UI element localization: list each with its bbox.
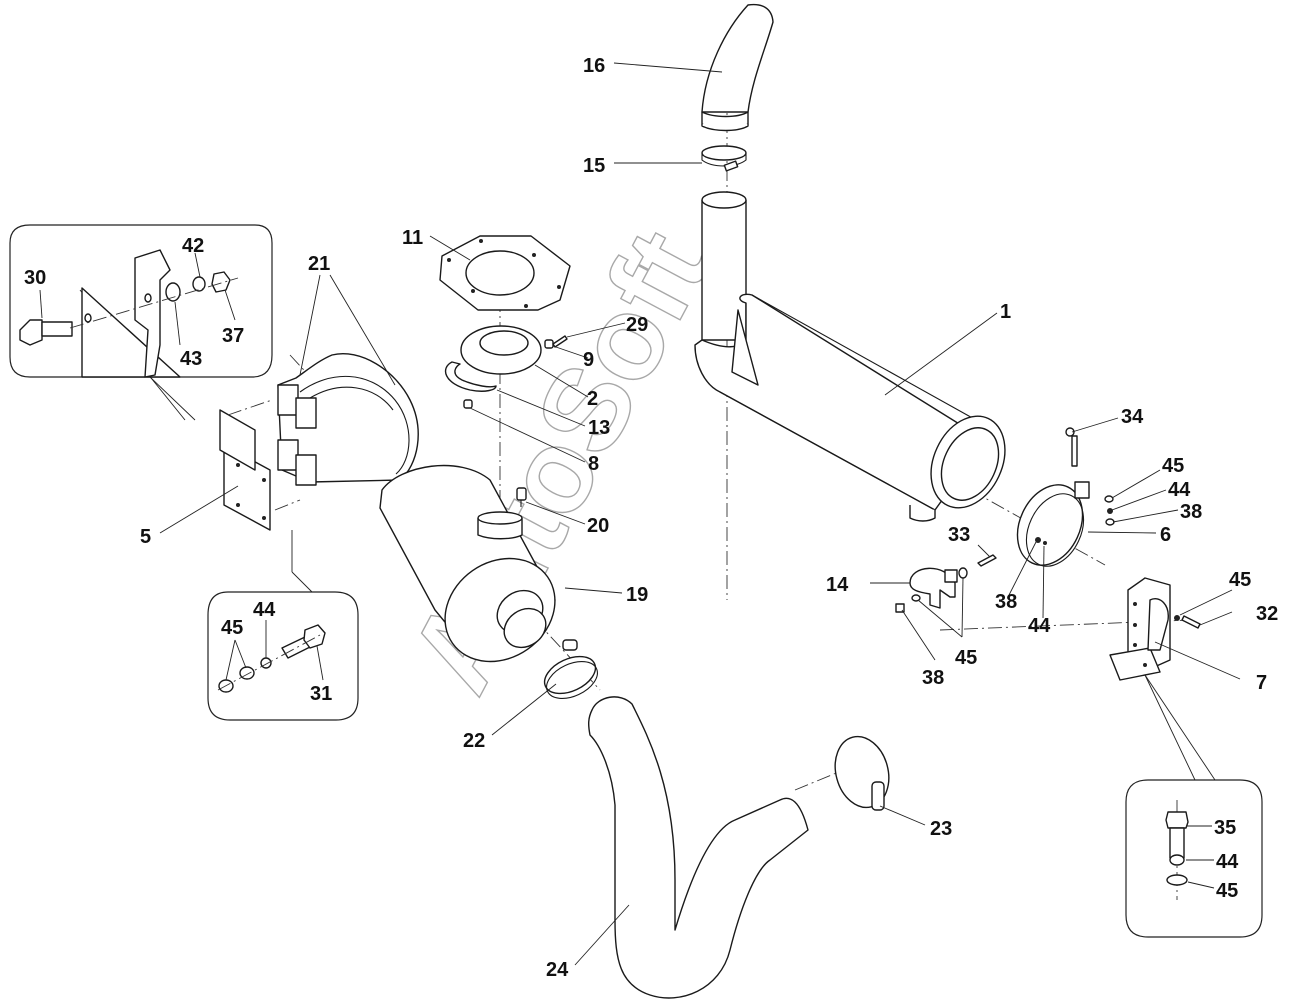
callout-38b[interactable]: 38	[995, 591, 1017, 613]
inset-bottom-left: 45 44 31	[207, 591, 359, 721]
part-muffler-band[interactable]	[1005, 474, 1095, 575]
part-intake-elbow-pipe[interactable]	[701, 3, 774, 132]
part-half-ring[interactable]	[444, 361, 497, 392]
callout-45a[interactable]: 45	[1162, 455, 1184, 477]
part-filter-mounting-band[interactable]	[277, 353, 419, 486]
callout-32[interactable]: 32	[1256, 603, 1278, 625]
callout-45b[interactable]: 45	[955, 647, 977, 669]
callout-19[interactable]: 19	[626, 584, 648, 606]
callout-23[interactable]: 23	[930, 818, 952, 840]
part-bracket-plate[interactable]	[219, 399, 301, 531]
callout-9[interactable]: 9	[583, 349, 594, 371]
part-hose-clamp-filter[interactable]	[539, 639, 603, 706]
callout-2[interactable]: 2	[587, 388, 598, 410]
part-service-indicator[interactable]	[516, 487, 527, 507]
part-bolt-34[interactable]	[1065, 427, 1078, 467]
leader-lines	[159, 62, 1241, 966]
callout-38a[interactable]: 38	[1180, 501, 1202, 523]
inset-top-left: 30 42 43 37	[9, 224, 273, 421]
callout-11[interactable]: 11	[402, 227, 423, 249]
part-ring-seal[interactable]	[460, 325, 542, 375]
callout-42[interactable]: 42	[182, 235, 204, 257]
callout-20[interactable]: 20	[587, 515, 609, 537]
callout-45-inset[interactable]: 45	[221, 617, 243, 639]
callout-45-inset-r[interactable]: 45	[1216, 880, 1238, 902]
part-mounting-plate-gasket[interactable]	[439, 235, 571, 311]
callout-7[interactable]: 7	[1256, 672, 1267, 694]
callout-14[interactable]: 14	[826, 574, 849, 596]
callout-5[interactable]: 5	[140, 526, 151, 548]
part-intake-hose[interactable]	[587, 696, 809, 999]
callout-15[interactable]: 15	[583, 155, 605, 177]
part-pipe-clamp[interactable]	[895, 554, 997, 613]
callout-44b[interactable]: 44	[1028, 615, 1051, 637]
part-muffler-support-bracket[interactable]	[1109, 577, 1171, 681]
callout-8[interactable]: 8	[588, 453, 599, 475]
callout-22[interactable]: 22	[463, 730, 485, 752]
callout-34[interactable]: 34	[1121, 406, 1144, 428]
callout-43[interactable]: 43	[180, 348, 202, 370]
part-small-hardware-6[interactable]	[1104, 495, 1115, 526]
callout-44-inset-r[interactable]: 44	[1216, 851, 1239, 873]
part-hose-clamp-upper[interactable]	[701, 145, 747, 172]
callout-44a[interactable]: 44	[1168, 479, 1191, 501]
inset-bottom-right: 35 44 45	[1125, 779, 1263, 938]
callout-labels: 16 15 11 29 9 2 13 8 20 19 21 5 22 24 23…	[140, 55, 1278, 981]
callout-44-inset[interactable]: 44	[253, 599, 276, 621]
callout-31-inset[interactable]: 31	[310, 683, 332, 705]
part-muffler[interactable]	[694, 191, 1019, 522]
callout-29[interactable]: 29	[626, 314, 648, 336]
callout-24[interactable]: 24	[546, 959, 569, 981]
callout-6[interactable]: 6	[1160, 524, 1171, 546]
callout-30[interactable]: 30	[24, 267, 46, 289]
callout-13[interactable]: 13	[588, 417, 610, 439]
callout-21[interactable]: 21	[308, 253, 330, 275]
part-plug[interactable]	[463, 399, 473, 409]
callout-37[interactable]: 37	[222, 325, 244, 347]
callout-33[interactable]: 33	[948, 524, 970, 546]
part-hose-clamp-lower[interactable]	[828, 730, 897, 813]
callout-35[interactable]: 35	[1214, 817, 1236, 839]
callout-38c[interactable]: 38	[922, 667, 944, 689]
callout-1[interactable]: 1	[1000, 301, 1011, 323]
callout-16[interactable]: 16	[583, 55, 605, 77]
callout-45c[interactable]: 45	[1229, 569, 1251, 591]
part-bolt-32[interactable]	[1174, 615, 1201, 629]
part-air-filter-housing[interactable]	[379, 464, 575, 683]
